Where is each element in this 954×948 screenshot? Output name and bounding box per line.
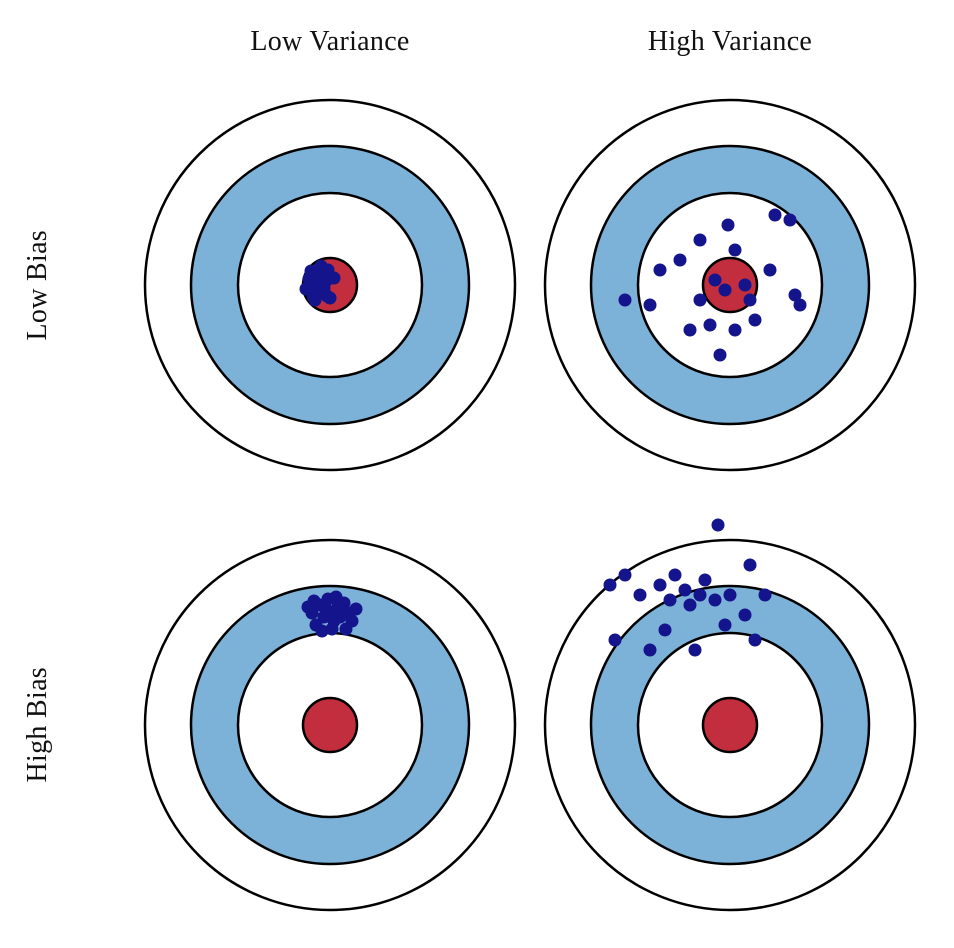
prediction-dot (721, 218, 735, 232)
prediction-dot (325, 622, 339, 636)
prediction-dot (349, 602, 363, 616)
row-title-high-bias: High Bias (8, 505, 68, 945)
prediction-dot (307, 594, 321, 608)
prediction-dot (693, 233, 707, 247)
row-title-high-bias-label: High Bias (22, 667, 53, 783)
prediction-dot (308, 293, 322, 307)
prediction-dot (713, 348, 727, 362)
prediction-dot (608, 633, 622, 647)
prediction-dot (748, 313, 762, 327)
prediction-dot (793, 298, 807, 312)
prediction-dot (673, 253, 687, 267)
prediction-dot (643, 643, 657, 657)
prediction-dot (339, 622, 353, 636)
prediction-dot (653, 578, 667, 592)
prediction-dot (643, 298, 657, 312)
prediction-dot (728, 323, 742, 337)
target-high-bias-high-variance (543, 518, 917, 912)
prediction-dot (788, 288, 802, 302)
prediction-dot (678, 583, 692, 597)
prediction-dot (329, 590, 343, 604)
target-high-bias-low-variance (143, 538, 517, 912)
prediction-dot (763, 263, 777, 277)
prediction-dot (658, 623, 672, 637)
prediction-dot (683, 598, 697, 612)
column-title-low-variance: Low Variance (250, 26, 410, 57)
target-bullseye (701, 256, 759, 314)
prediction-dot (603, 578, 617, 592)
target-bullseye (301, 696, 359, 754)
prediction-dot (708, 273, 722, 287)
panel-low-bias-high-variance (510, 65, 950, 505)
prediction-dot (758, 588, 772, 602)
panel-high-bias-high-variance (510, 505, 950, 945)
prediction-dot (683, 323, 697, 337)
prediction-dot (698, 573, 712, 587)
prediction-dot (618, 568, 632, 582)
prediction-dot (618, 293, 632, 307)
panel-low-bias-low-variance (110, 65, 550, 505)
prediction-dot (315, 276, 329, 290)
prediction-dot (768, 208, 782, 222)
target-bullseye (701, 696, 759, 754)
prediction-dot (653, 263, 667, 277)
prediction-dot (728, 243, 742, 257)
prediction-dot (299, 282, 313, 296)
prediction-dot (738, 278, 752, 292)
prediction-dot (743, 558, 757, 572)
prediction-dot (718, 283, 732, 297)
prediction-dot (748, 633, 762, 647)
prediction-dot (718, 618, 732, 632)
column-title-high-variance: High Variance (647, 26, 813, 57)
prediction-dot (663, 593, 677, 607)
prediction-dot (323, 606, 337, 620)
prediction-dot (738, 608, 752, 622)
row-title-low-bias-label: Low Bias (22, 229, 53, 341)
prediction-dot (333, 610, 347, 624)
prediction-dot (688, 643, 702, 657)
prediction-dot (783, 213, 797, 227)
prediction-dot (327, 271, 341, 285)
prediction-dot (693, 588, 707, 602)
prediction-dot (323, 291, 337, 305)
prediction-dot (708, 593, 722, 607)
row-title-low-bias: Low Bias (8, 65, 68, 505)
target-low-bias-high-variance (543, 98, 917, 472)
prediction-dot (315, 624, 329, 638)
prediction-dot (723, 588, 737, 602)
panel-high-bias-low-variance (110, 505, 550, 945)
prediction-dot (743, 293, 757, 307)
prediction-dot (711, 518, 725, 532)
prediction-dot (703, 318, 717, 332)
prediction-dot (304, 264, 318, 278)
prediction-dot (693, 293, 707, 307)
prediction-dot (668, 568, 682, 582)
target-low-bias-low-variance (143, 98, 517, 472)
prediction-dot (633, 588, 647, 602)
